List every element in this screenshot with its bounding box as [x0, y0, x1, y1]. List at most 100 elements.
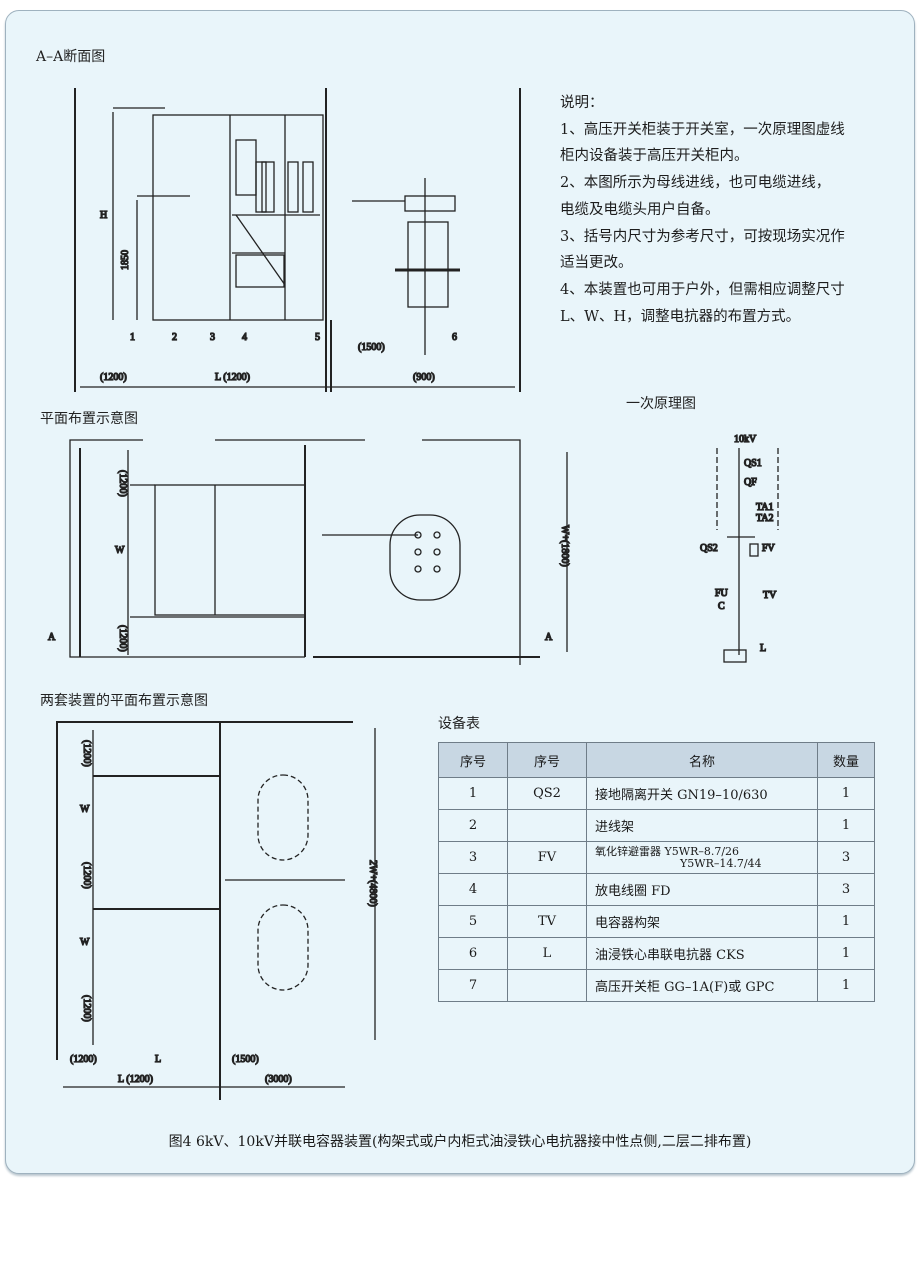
cell-qty: 1 — [817, 905, 875, 938]
two-dim-left: (1200) — [70, 1054, 97, 1065]
aa-callout-6: 6 — [452, 332, 457, 343]
two-dim-bottom: (1200) — [81, 995, 92, 1022]
aa-dim-reactor: (1500) — [358, 342, 385, 353]
aa-dim-right: (900) — [413, 372, 435, 383]
col-header-no: 序号 — [438, 742, 508, 778]
note-line: 2、本图所示为母线进线，也可电缆进线， — [560, 175, 831, 192]
two-dim-w1: W — [80, 804, 90, 815]
note-line: 1、高压开关柜装于开关室，一次原理图虚线 — [560, 121, 845, 138]
note-line: 3、括号内尺寸为参考尺寸，可按现场实况作 — [560, 228, 845, 245]
aa-dim-left: (1200) — [100, 372, 127, 383]
sch-qf: QF — [744, 477, 757, 488]
aa-callout-2: 2 — [172, 332, 177, 343]
cell-code — [507, 969, 587, 1002]
cell-qty: 1 — [817, 969, 875, 1002]
aa-section-drawing: (1200) L (1200) (900) (1500) H 1850 1 2 … — [74, 88, 521, 392]
aa-dim-height: 1850 — [120, 250, 131, 270]
aa-callout-3: 3 — [210, 332, 215, 343]
note-line: 4、本装置也可用于户外，但需相应调整尺寸 — [560, 281, 845, 298]
aa-section-title: A–A断面图 — [36, 49, 106, 65]
notes-heading: 说明： — [560, 95, 604, 111]
col-header-name: 名称 — [586, 742, 818, 778]
table-header-row: 序号 序号 名称 数量 — [438, 742, 875, 778]
plan-layout-title: 平面布置示意图 — [40, 411, 138, 427]
cell-code: L — [507, 937, 587, 970]
aa-dim-h: H — [100, 210, 107, 221]
sch-qs1: QS1 — [744, 458, 762, 469]
cell-name: 放电线圈 FD — [586, 873, 818, 906]
cell-name: 高压开关柜 GG–1A(F)或 GPC — [586, 969, 818, 1002]
two-dim-top: (1200) — [81, 740, 92, 767]
plan-dim-w: W — [115, 545, 125, 556]
sch-c: C — [718, 601, 725, 612]
aa-callout-5: 5 — [315, 332, 320, 343]
plan-layout-drawing: (1200) W (1200) W+(1800) A A — [47, 439, 571, 665]
cell-code: QS2 — [507, 777, 587, 810]
two-dim-l: L — [155, 1054, 161, 1065]
two-sets-plan-title: 两套装置的平面布置示意图 — [40, 693, 208, 709]
plan-dim-total: W+(1800) — [559, 525, 570, 567]
cell-no: 3 — [438, 841, 508, 874]
aa-callout-1: 1 — [130, 332, 135, 343]
cell-name: 接地隔离开关 GN19–10/630 — [586, 777, 818, 810]
cell-no: 7 — [438, 969, 508, 1002]
plan-dim-bottom: (1200) — [117, 625, 128, 652]
primary-diagram-title: 一次原理图 — [626, 396, 696, 412]
cell-code: TV — [507, 905, 587, 938]
two-dim-total: 2W+(4800) — [367, 860, 378, 907]
cell-name-line2: Y5WR–14.7/44 — [680, 856, 762, 870]
aa-dim-l: L (1200) — [215, 372, 250, 383]
cell-qty: 1 — [817, 777, 875, 810]
cell-qty: 3 — [817, 841, 875, 874]
sch-fv: FV — [762, 543, 776, 554]
two-dim-right: (3000) — [265, 1074, 292, 1085]
cell-no: 5 — [438, 905, 508, 938]
two-dim-l-total: L (1200) — [118, 1074, 153, 1085]
notes: 说明： 1、高压开关柜装于开关室，一次原理图虚线 柜内设备装于高压开关柜内。 2… — [560, 90, 890, 330]
col-header-qty: 数量 — [817, 742, 875, 778]
cell-no: 4 — [438, 873, 508, 906]
note-line: 柜内设备装于高压开关柜内。 — [560, 148, 749, 165]
cell-code: FV — [507, 841, 587, 874]
sch-source: 10kV — [734, 434, 757, 445]
sch-ta1: TA1 — [756, 502, 774, 513]
col-header-code: 序号 — [507, 742, 587, 778]
note-line: L、W、H，调整电抗器的布置方式。 — [560, 308, 801, 325]
two-dim-w2: W — [80, 937, 90, 948]
primary-schematic: 10kV QS1 QF TA1 TA2 QS2 FV FU C TV L — [699, 433, 779, 663]
cell-no: 2 — [438, 809, 508, 842]
two-dim-reactor: (1500) — [232, 1054, 259, 1065]
cell-qty: 1 — [817, 809, 875, 842]
equipment-table-title: 设备表 — [438, 716, 480, 732]
sch-fu: FU — [715, 588, 729, 599]
plan-dim-top: (1200) — [117, 470, 128, 497]
cell-name: 电容器构架 — [586, 905, 818, 938]
cell-name: 油浸铁心串联电抗器 CKS — [586, 937, 818, 970]
cell-qty: 3 — [817, 873, 875, 906]
figure-caption: 图4 6kV、10kV并联电容器装置(构架式或户内柜式油浸铁心电抗器接中性点侧,… — [168, 1134, 752, 1150]
note-line: 电缆及电缆头用户自备。 — [560, 201, 720, 218]
cell-no: 6 — [438, 937, 508, 970]
plan-section-mark-a: A — [545, 632, 553, 643]
cell-qty: 1 — [817, 937, 875, 970]
cell-code — [507, 809, 587, 842]
sch-ta2: TA2 — [756, 513, 774, 524]
sch-tv: TV — [763, 590, 777, 601]
cell-name: 进线架 — [586, 809, 818, 842]
note-line: 适当更改。 — [560, 255, 633, 272]
two-dim-mid: (1200) — [81, 862, 92, 889]
cell-code — [507, 873, 587, 906]
two-sets-drawing: (1200) W (1200) W (1200) (1200) L (1500)… — [56, 721, 379, 1100]
aa-callout-4: 4 — [242, 332, 247, 343]
sch-l: L — [760, 643, 766, 654]
sch-qs2: QS2 — [700, 543, 718, 554]
